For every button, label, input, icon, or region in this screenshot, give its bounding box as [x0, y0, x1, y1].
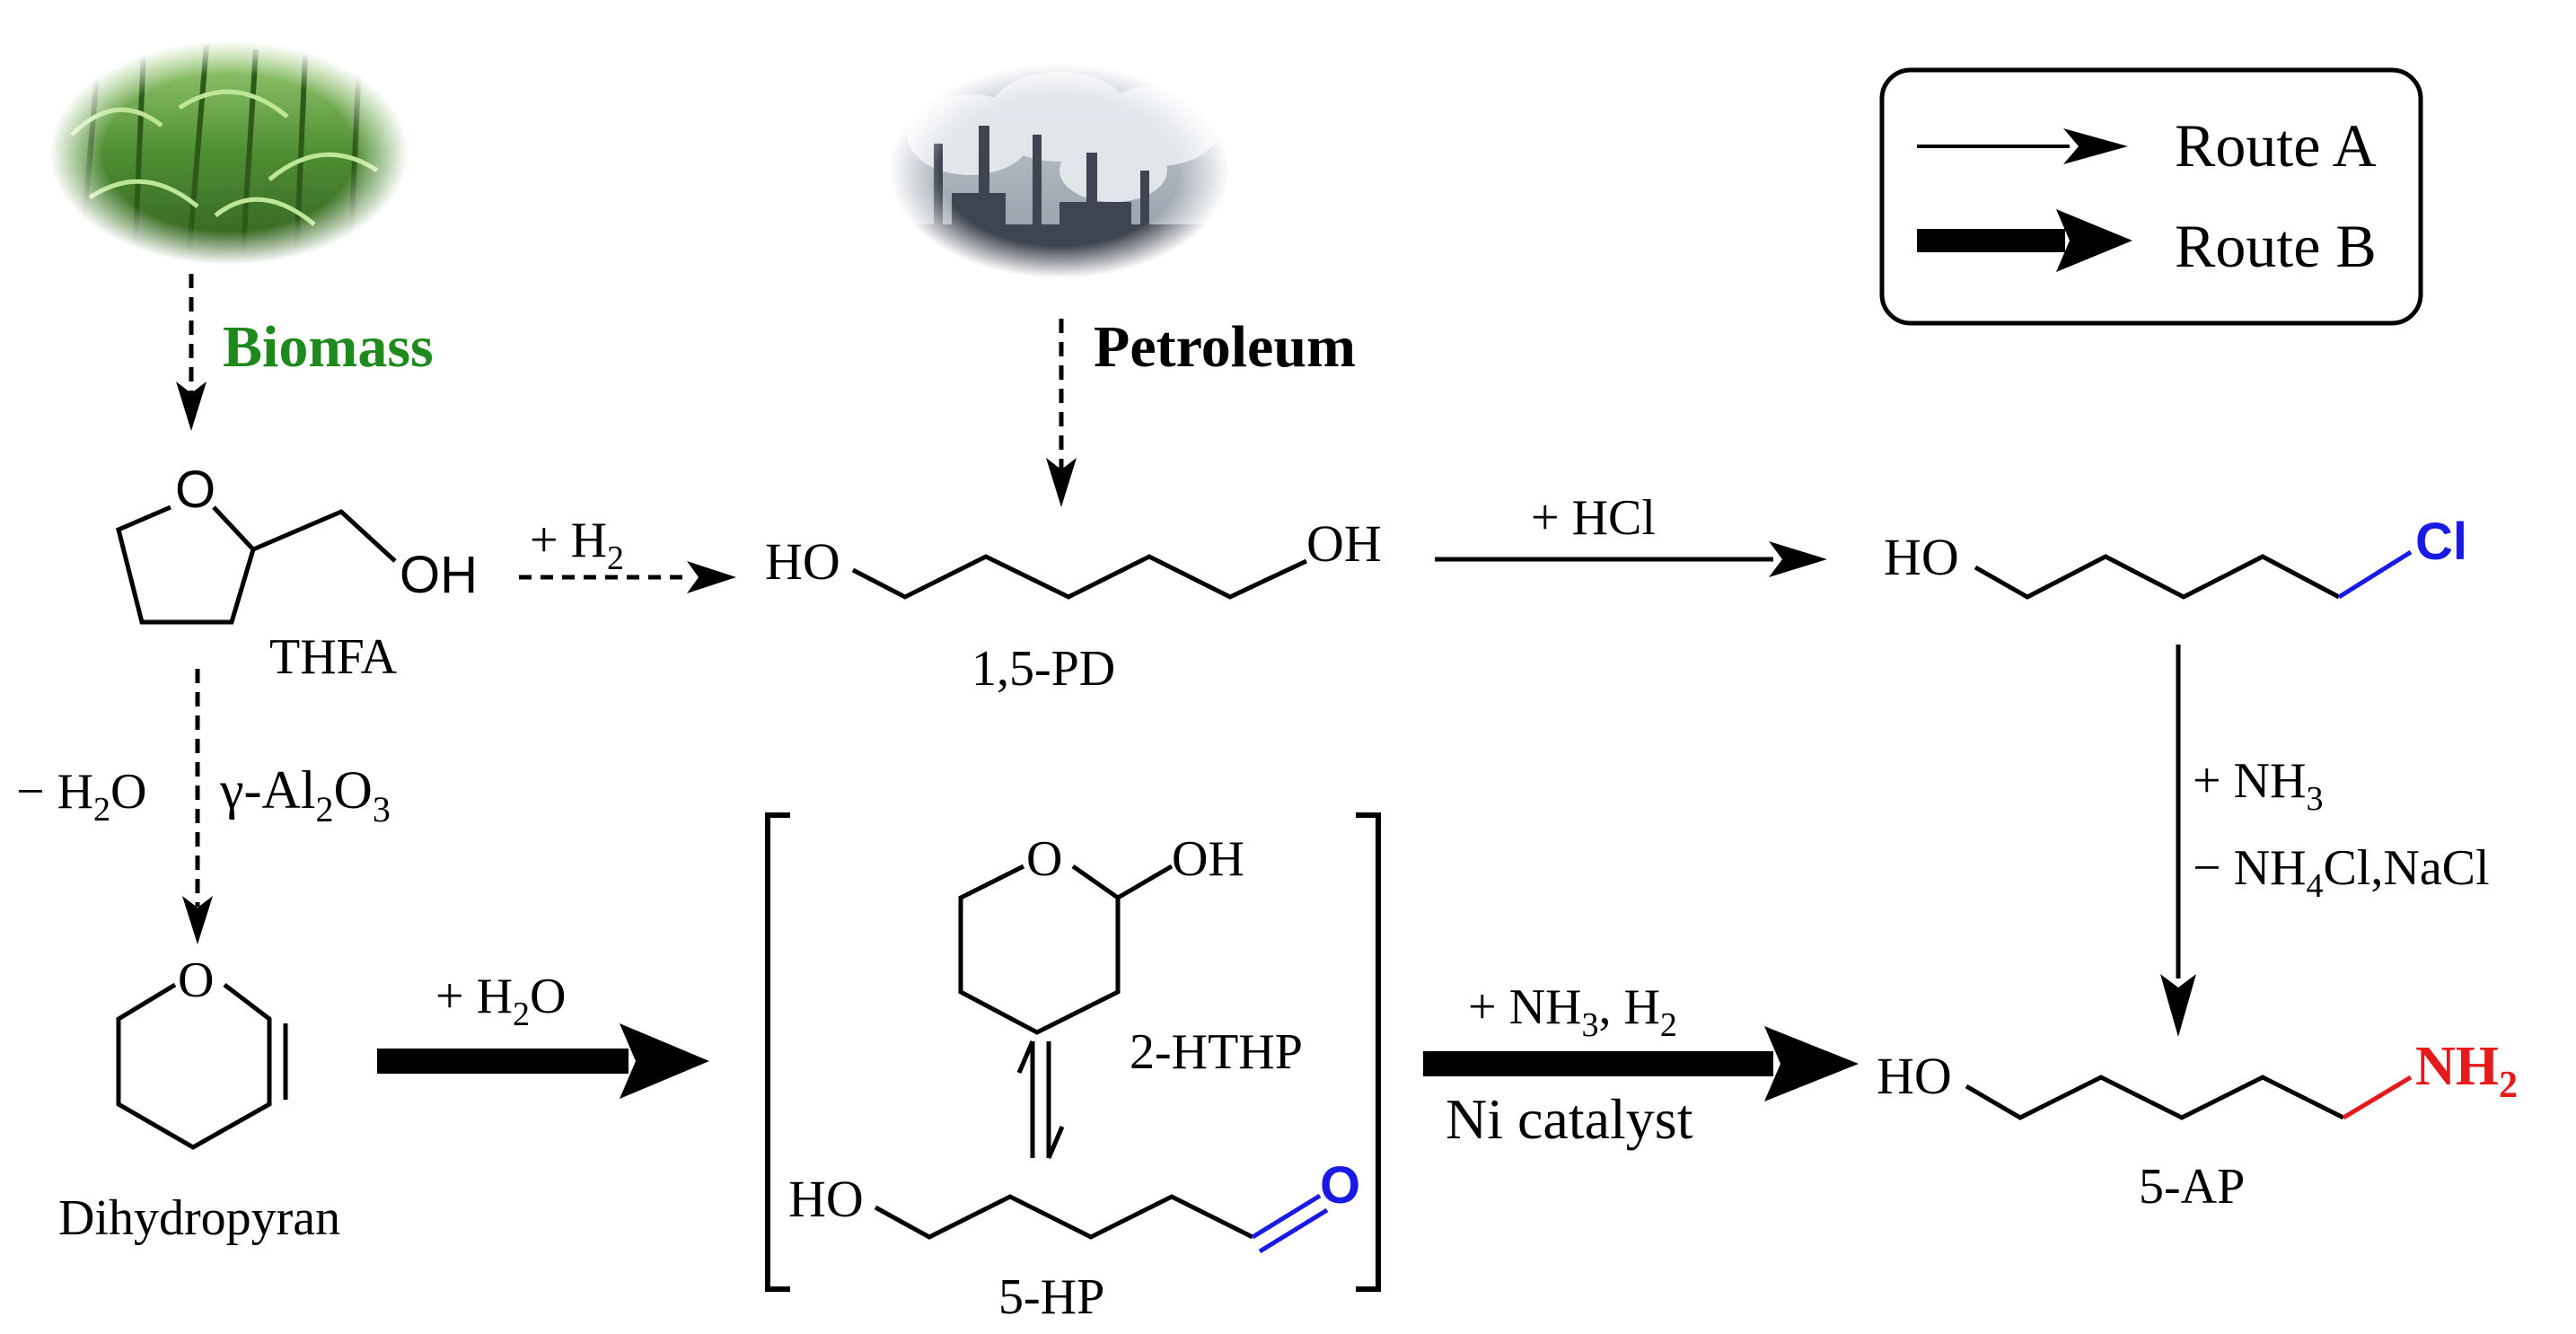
thfa-oxygen: O [175, 461, 215, 519]
hp-ho: HO [788, 1170, 864, 1228]
alumina-catalyst: γ-Al2O3 [219, 760, 391, 829]
chloropentanol-chain [1974, 554, 2341, 600]
petroleum-label: Petroleum [1094, 314, 1356, 380]
legend-route-a-label: Route A [2175, 111, 2377, 180]
pd-label: 1,5-PD [971, 641, 1115, 697]
hydration-reagent: + H2O [435, 969, 566, 1033]
intermediate-to-ap-arrow [1423, 1026, 1859, 1101]
thfa-hydroxyl: OH [400, 546, 478, 604]
left-bracket [765, 812, 790, 1292]
thfa-label: THFA [269, 629, 398, 685]
hthp-oxygen: O [1026, 831, 1062, 887]
hcl-reagent: + HCl [1531, 490, 1656, 546]
petroleum-to-pd-arrow [1046, 319, 1077, 507]
hp-label: 5-HP [998, 1269, 1104, 1325]
legend-route-a-arrowhead [2063, 128, 2128, 164]
legend-route-b-label: Route B [2175, 212, 2377, 280]
ammonia-reagent: + NH3 [2193, 753, 2323, 818]
hp-chain [874, 1194, 1254, 1240]
salt-byproduct: − NH4Cl,NaCl [2193, 840, 2490, 905]
chloropentanol-c-cl-bond [2337, 549, 2413, 600]
hthp-structure [958, 864, 1174, 1035]
ap-ho: HO [1877, 1047, 1952, 1105]
biomass-label: Biomass [223, 314, 434, 380]
hthp-hydroxyl: OH [1172, 831, 1244, 887]
legend: Route A Route B [1879, 67, 2423, 326]
right-bracket [1356, 812, 1381, 1292]
amine-group: NH2 [2415, 1036, 2518, 1106]
dihydropyran-to-intermediate-arrow [377, 1023, 709, 1099]
dihydropyran-structure [116, 982, 288, 1150]
legend-frame [1879, 67, 2423, 326]
dihydropyran-label: Dihydropyran [58, 1190, 340, 1246]
amination-reagent: + NH3, H2 [1468, 979, 1677, 1044]
thfa-to-dihydropyran-arrow [182, 669, 213, 944]
chlorine-atom: Cl [2415, 513, 2467, 571]
equilibrium-arrows [1016, 1040, 1065, 1159]
hydrogen-reagent: + H2 [530, 513, 624, 577]
pd-oh: OH [1306, 514, 1382, 573]
pd-ho: HO [765, 532, 840, 591]
hp-carbonyl [1251, 1193, 1329, 1254]
pd-to-chloropentanol-arrow [1435, 541, 1827, 577]
thfa-structure [116, 505, 397, 625]
legend-route-b-arrowhead [2056, 209, 2132, 272]
biomass-photo [49, 40, 409, 265]
thfa-to-pd-arrow [519, 561, 736, 593]
hthp-label: 2-HTHP [1130, 1024, 1303, 1080]
ni-catalyst-label: Ni catalyst [1446, 1087, 1693, 1151]
dihydropyran-oxygen: O [178, 952, 214, 1008]
petroleum-photo [889, 63, 1230, 278]
aldehyde-oxygen: O [1320, 1156, 1360, 1215]
biomass-to-thfa-arrow [176, 274, 207, 431]
chloropentanol-ho: HO [1884, 528, 1959, 586]
ap-chain [1965, 1075, 2345, 1120]
pd-chain [851, 554, 1308, 600]
ap-c-n-bond [2342, 1075, 2413, 1120]
chloropentanol-to-ap-arrow [2160, 645, 2196, 1037]
ap-label: 5-AP [2139, 1159, 2245, 1215]
dehydration-reagent: − H2O [16, 764, 146, 829]
